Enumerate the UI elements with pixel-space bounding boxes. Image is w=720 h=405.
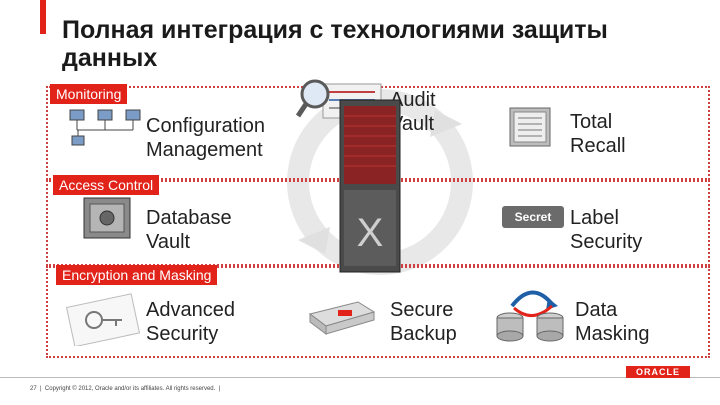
advanced-security-label: Advanced Security [146, 299, 235, 345]
title-accent-bar [40, 0, 46, 34]
document-stack-icon [509, 107, 551, 147]
configuration-management-label: Configuration Management [146, 115, 265, 161]
network-computers-icon [69, 109, 141, 146]
monitoring-tag: Monitoring [50, 84, 128, 104]
secure-backup-label: Secure Backup [390, 299, 457, 345]
audit-vault-label: Audit Vault [390, 89, 436, 135]
safe-icon [83, 197, 131, 239]
access-control-tag: Access Control [53, 175, 160, 195]
tape-cartridge-icon [308, 301, 376, 335]
footer-divider [0, 377, 720, 378]
key-certificate-icon [65, 293, 141, 346]
database-cycle-icon [496, 290, 564, 342]
label-security-label: Label Security [570, 207, 643, 253]
page-title: Полная интеграция с технологиями защиты … [62, 16, 608, 72]
total-recall-label: Total Recall [570, 111, 626, 157]
page-number: 27 [30, 386, 37, 392]
database-vault-label: Database Vault [146, 207, 232, 253]
oracle-logo: ORACLE [626, 366, 690, 378]
footer: 27 | Copyright © 2012, Oracle and/or its… [30, 386, 221, 392]
exadata-server-icon: X [339, 99, 401, 273]
svg-text:X: X [357, 211, 384, 255]
encryption-tag: Encryption and Masking [56, 265, 218, 285]
data-masking-label: Data Masking [575, 299, 650, 345]
secret-badge-icon: Secret [502, 206, 564, 228]
copyright-text: Copyright © 2012, Oracle and/or its affi… [44, 386, 216, 392]
